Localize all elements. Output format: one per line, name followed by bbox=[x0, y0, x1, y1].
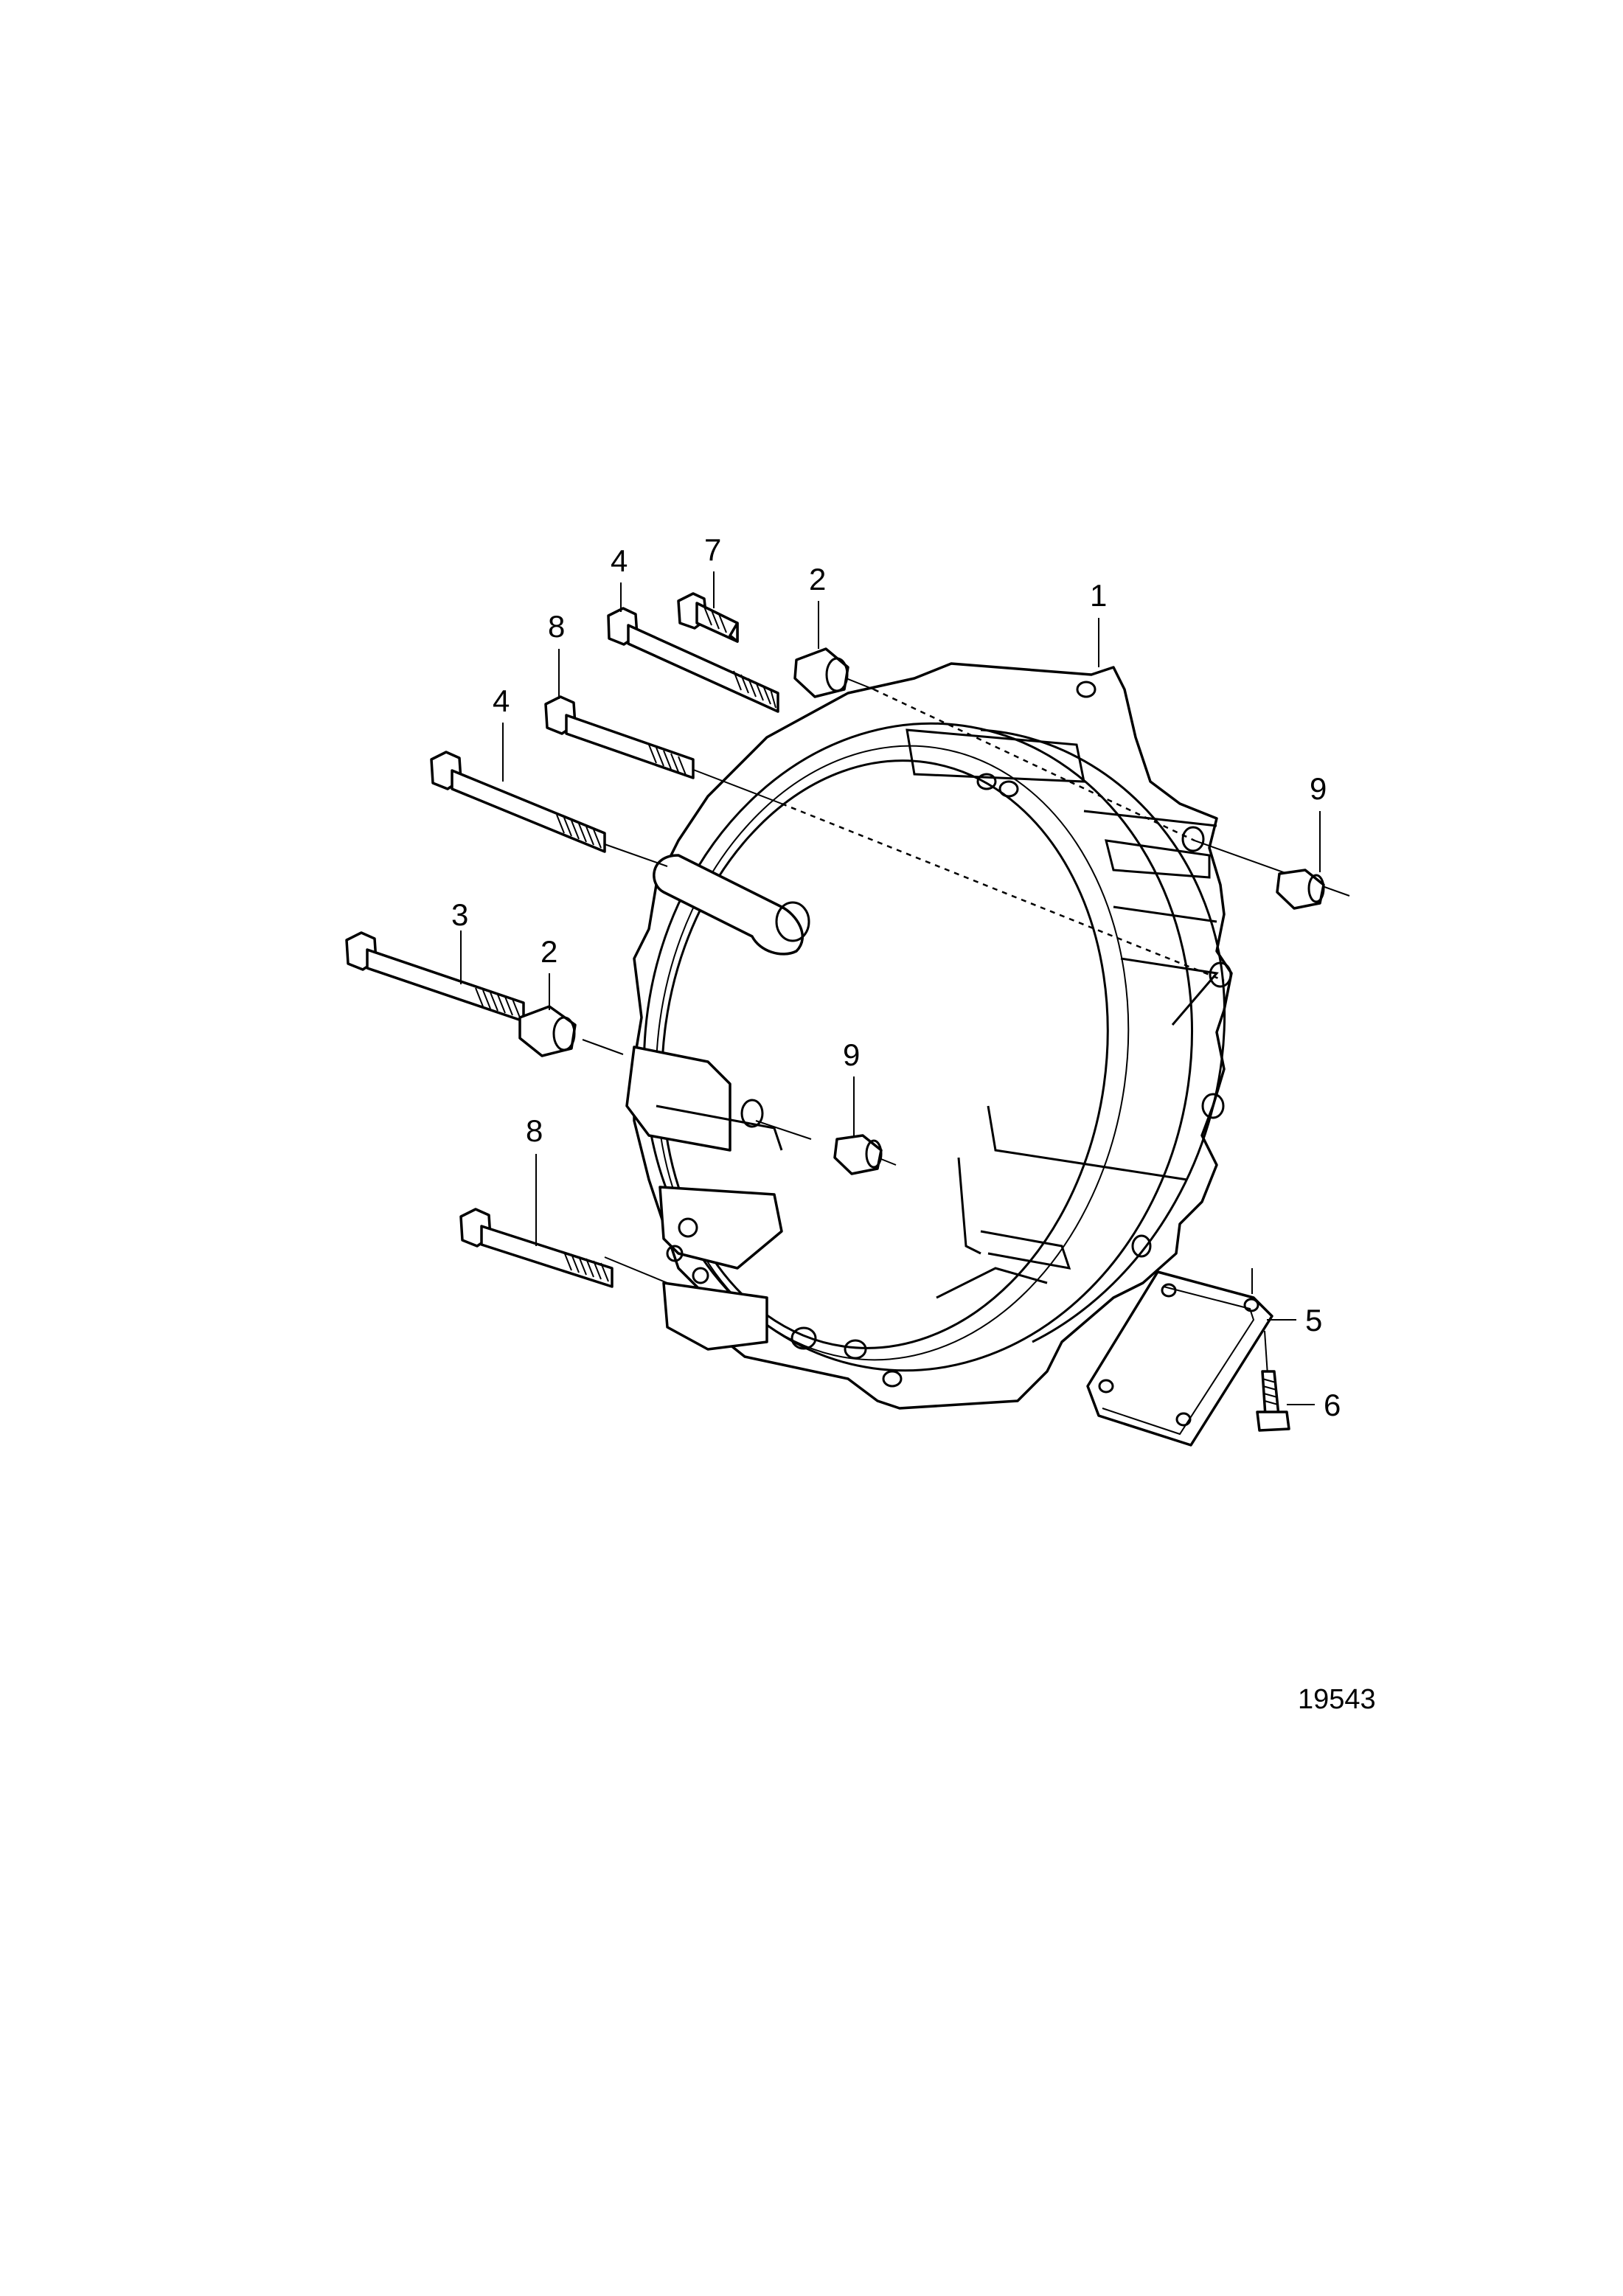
flange-screw-7 bbox=[677, 592, 739, 643]
callout-4-middle: 4 bbox=[493, 683, 510, 718]
leader-lines bbox=[460, 571, 1321, 1405]
flywheel-housing bbox=[625, 662, 1233, 1410]
callout-9-lower: 9 bbox=[843, 1037, 860, 1072]
screw-6 bbox=[1256, 1370, 1290, 1432]
callout-8-lower: 8 bbox=[526, 1113, 543, 1148]
callout-8-upper: 8 bbox=[548, 609, 565, 644]
callout-labels: 1 2 2 3 4 4 5 6 7 8 8 9 9 bbox=[451, 532, 1341, 1422]
callout-9-right: 9 bbox=[1310, 771, 1327, 806]
sleeve-2-top bbox=[793, 647, 849, 698]
callout-2-lower: 2 bbox=[541, 934, 557, 969]
callout-2-top: 2 bbox=[809, 562, 826, 596]
sleeve-2-lower bbox=[518, 1005, 577, 1057]
figure-number: 19543 bbox=[1298, 1684, 1376, 1715]
callout-7: 7 bbox=[704, 532, 721, 567]
cover-plate-5 bbox=[1086, 1270, 1273, 1447]
flange-screw-4-middle bbox=[430, 751, 606, 853]
callout-3: 3 bbox=[451, 897, 468, 932]
flange-screw-3 bbox=[345, 931, 525, 1023]
flange-screw-8-lower bbox=[459, 1208, 614, 1288]
callout-5: 5 bbox=[1305, 1303, 1322, 1337]
callout-1: 1 bbox=[1090, 578, 1107, 613]
flange-screw-8-upper bbox=[544, 695, 695, 779]
callout-4-top: 4 bbox=[611, 543, 628, 578]
callout-6: 6 bbox=[1324, 1388, 1341, 1422]
guide-pin-9-right bbox=[1276, 869, 1325, 910]
flange-screw-4-top bbox=[607, 607, 779, 713]
guide-pin-9-lower bbox=[833, 1134, 883, 1175]
